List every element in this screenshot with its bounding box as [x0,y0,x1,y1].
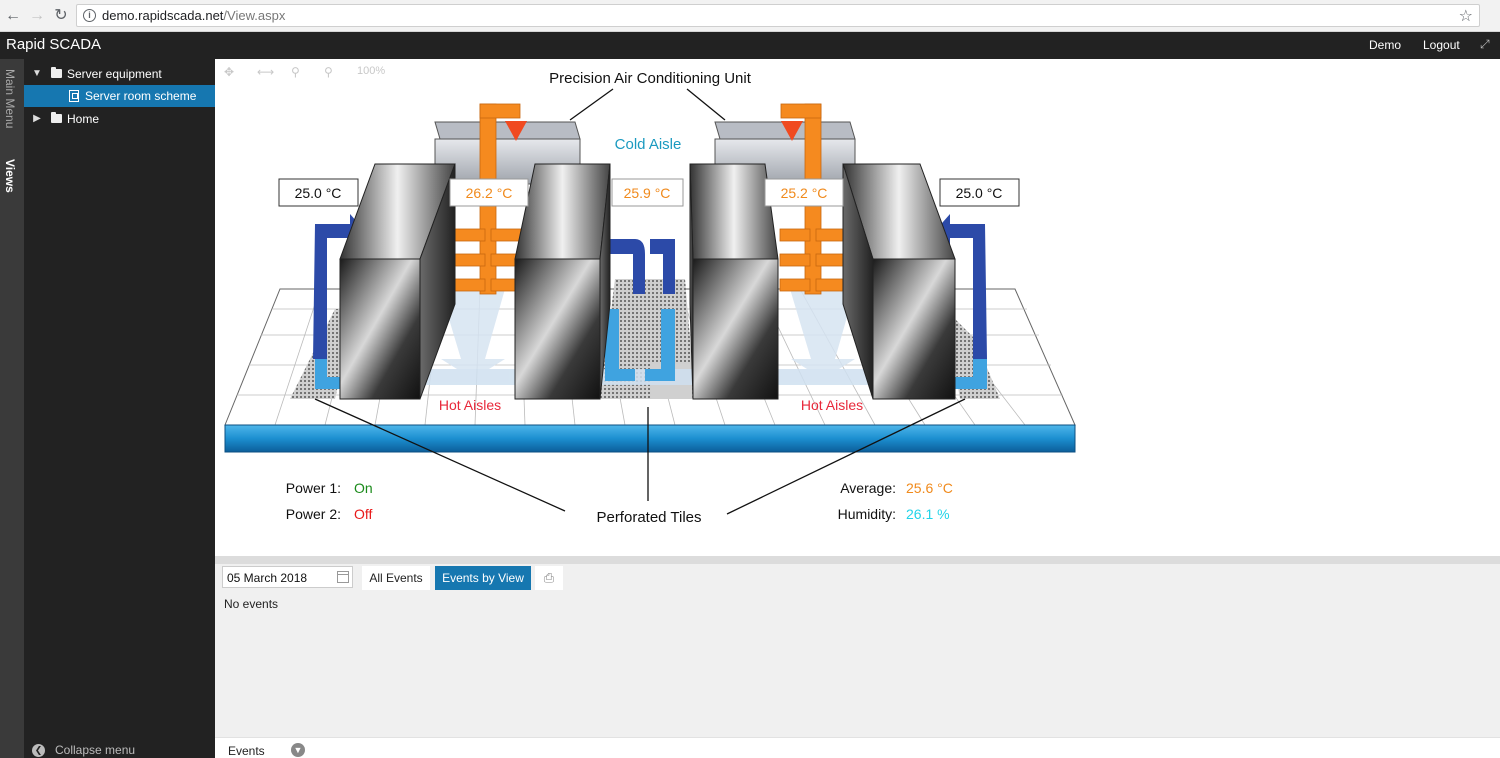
zoom-in-icon[interactable]: ⚲ [324,65,333,79]
average-label: Average: [840,480,896,496]
server-rack-1 [339,163,456,400]
calendar-icon[interactable] [337,571,349,583]
events-by-view-button[interactable]: Events by View [435,566,531,590]
humidity-label: Humidity: [838,506,896,522]
tree-item-server-room-scheme[interactable]: Server room scheme [24,85,215,107]
perforated-tiles-label: Perforated Tiles [596,509,701,526]
hot-aisles-label-left: Hot Aisles [439,397,501,413]
power1-label: Power 1: [286,480,341,496]
tree-item-label: Home [67,112,100,126]
no-events-text: No events [224,597,279,611]
events-tab-label[interactable]: Events [228,744,265,758]
callout-lines [314,88,966,515]
hot-aisles-label-right: Hot Aisles [801,397,863,413]
url-text[interactable]: demo.rapidscada.net/View.aspx [102,8,286,23]
chevron-left-icon[interactable]: ❮ [32,744,45,757]
fullscreen-icon[interactable]: ⤢ [1480,37,1490,51]
temp-box-3: 25.9 °C [611,178,684,207]
tab-views[interactable]: Views [3,159,17,193]
server-rack-4 [842,163,956,400]
temp-box-4: 25.2 °C [764,178,844,207]
cold-aisle-label: Cold Aisle [615,136,682,153]
scheme-icon [69,90,79,102]
chevron-right-icon[interactable]: ▶ [33,113,41,124]
info-icon[interactable]: i [83,9,96,22]
bookmark-star-icon[interactable]: ☆ [1458,8,1473,25]
date-value: 05 March 2018 [227,571,308,585]
temp-value-5: 25.0 °C [956,185,1003,201]
zoom-out-icon[interactable]: ⚲ [291,65,300,79]
server-room-scheme: 25.0 °C 26.2 °C 25.9 °C 25.2 °C 25.0 °C … [224,70,1076,526]
temp-box-2: 26.2 °C [449,178,529,207]
tree-item-label: Server room scheme [85,89,197,103]
bottom-bar: Events ▼ [215,737,1500,758]
scheme-title: Precision Air Conditioning Unit [549,70,752,87]
date-input[interactable]: 05 March 2018 [222,566,353,588]
server-rack-2 [514,163,611,400]
reload-icon[interactable]: ↻ [54,7,68,24]
tree-item-server-equipment[interactable]: ▼ Server equipment [24,63,215,85]
power2-value: Off [354,506,373,522]
vertical-tab-strip: Main Menu Views [0,59,24,758]
scheme-view: 25.0 °C 26.2 °C 25.9 °C 25.2 °C 25.0 °C … [215,59,1500,556]
all-events-button[interactable]: All Events [362,566,430,590]
events-panel: 05 March 2018 All Events Events by View … [215,564,1500,737]
down-arrow-icon [505,121,527,141]
collapse-menu-label: Collapse menu [55,743,136,757]
average-value: 25.6 °C [906,480,953,496]
user-link[interactable]: Demo [1369,38,1402,52]
folder-icon [51,67,62,78]
temp-value-3: 25.9 °C [624,185,671,201]
raised-floor [224,424,1076,453]
chevron-down-icon[interactable]: ▼ [32,68,42,79]
server-rack-3 [689,163,779,400]
chevron-down-icon[interactable]: ▼ [291,743,305,757]
tree-item-label: Server equipment [67,67,162,81]
down-arrow-icon [781,121,803,141]
power1-value: On [354,480,373,496]
zoom-level: 100% [357,65,386,77]
cold-return-arrows [313,214,987,359]
logout-link[interactable]: Logout [1423,38,1460,52]
back-arrow-icon[interactable]: ← [5,7,21,24]
power2-label: Power 2: [286,506,341,522]
app-header: Rapid SCADA Demo Logout ⤢ [0,32,1500,59]
folder-icon [51,112,62,123]
temp-box-5: 25.0 °C [939,178,1020,207]
temp-value-1: 25.0 °C [295,185,342,201]
move-icon[interactable]: ✥ [224,65,235,79]
temp-value-2: 26.2 °C [466,185,513,201]
tab-main-menu[interactable]: Main Menu [3,69,17,129]
humidity-value: 26.1 % [906,506,950,522]
brand-title[interactable]: Rapid SCADA [6,36,102,53]
temp-box-1: 25.0 °C [278,178,359,207]
views-tree: ▼ Server equipment Server room scheme ▶ … [24,59,215,758]
forward-arrow-icon[interactable]: → [29,7,45,24]
tree-item-home[interactable]: ▶ Home [24,108,215,130]
panel-splitter[interactable] [215,556,1500,564]
print-icon[interactable]: ⎙ [535,566,563,590]
address-bar[interactable]: i demo.rapidscada.net/View.aspx ☆ [76,4,1480,27]
temp-value-4: 25.2 °C [781,185,828,201]
browser-toolbar: ← → ↻ i demo.rapidscada.net/View.aspx ☆ [0,0,1500,32]
fit-width-icon[interactable]: ⟷ [257,65,275,79]
